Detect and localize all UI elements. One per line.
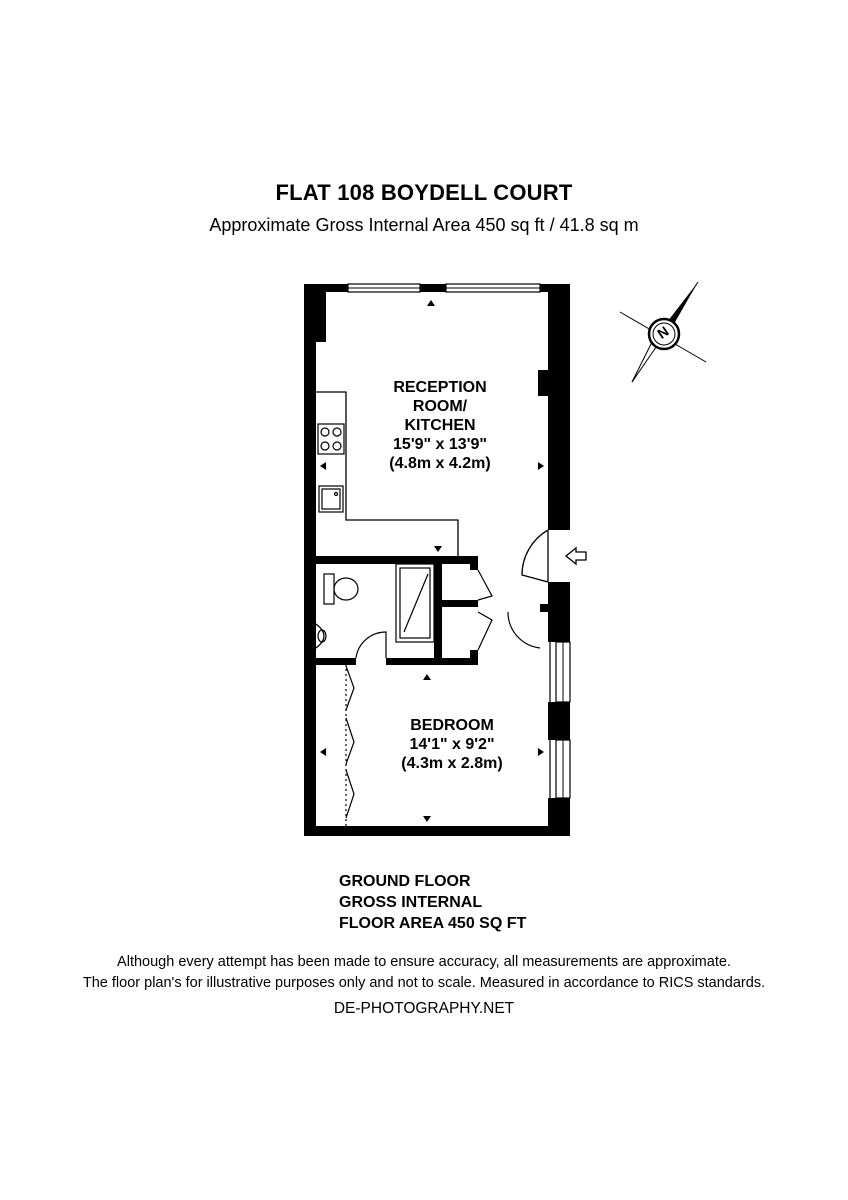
bathtub-icon bbox=[395, 563, 435, 643]
hob-icon bbox=[317, 423, 345, 455]
bedroom-label: BEDROOM 14'1" x 9'2" (4.3m x 2.8m) bbox=[382, 716, 522, 773]
basin-icon bbox=[315, 623, 327, 649]
internal-walls bbox=[316, 556, 550, 665]
reception-name-line1: RECEPTION bbox=[393, 379, 487, 396]
compass-rose bbox=[619, 281, 707, 383]
floor-name: GROUND FLOOR bbox=[339, 873, 471, 890]
entrance-door bbox=[521, 529, 549, 583]
wardrobe-doors bbox=[345, 664, 355, 826]
bedroom-dimensions-metric: (4.3m x 2.8m) bbox=[401, 755, 503, 772]
outer-walls bbox=[304, 284, 570, 836]
bathroom-door bbox=[355, 631, 387, 659]
credit-link: DE-PHOTOGRAPHY.NET bbox=[333, 1000, 515, 1017]
plan-subtitle: Approximate Gross Internal Area 450 sq f… bbox=[209, 215, 639, 235]
reception-dimensions-imperial: 15'9" x 13'9" bbox=[393, 436, 487, 453]
entrance-arrow-icon bbox=[564, 546, 587, 566]
toilet-icon bbox=[323, 573, 359, 605]
kitchen-counter bbox=[316, 391, 459, 556]
plan-title: FLAT 108 BOYDELL COURT bbox=[275, 180, 573, 205]
floor-area-line2: GROSS INTERNAL bbox=[339, 894, 483, 911]
measurement-markers bbox=[320, 300, 544, 822]
reception-name-line3: KITCHEN bbox=[404, 417, 476, 434]
floor-area-line3: FLOOR AREA 450 SQ FT bbox=[339, 915, 527, 932]
disclaimer-line1: Although every attempt has been made to … bbox=[117, 954, 731, 970]
reception-name-line2: ROOM/ bbox=[412, 398, 468, 415]
disclaimer-line2: The floor plan's for illustrative purpos… bbox=[82, 975, 766, 991]
bedroom-name: BEDROOM bbox=[410, 717, 494, 734]
bedroom-door bbox=[507, 611, 541, 649]
cupboard-doors bbox=[477, 569, 493, 651]
kitchen-sink-icon bbox=[318, 485, 344, 513]
top-windows bbox=[347, 283, 541, 293]
right-windows bbox=[549, 641, 571, 800]
reception-room-label: RECEPTION ROOM/ KITCHEN 15'9" x 13'9" (4… bbox=[370, 378, 510, 473]
floor-area-summary: GROUND FLOOR GROSS INTERNAL FLOOR AREA 4… bbox=[339, 871, 526, 934]
reception-dimensions-metric: (4.8m x 4.2m) bbox=[389, 455, 491, 472]
bedroom-dimensions-imperial: 14'1" x 9'2" bbox=[409, 736, 495, 753]
